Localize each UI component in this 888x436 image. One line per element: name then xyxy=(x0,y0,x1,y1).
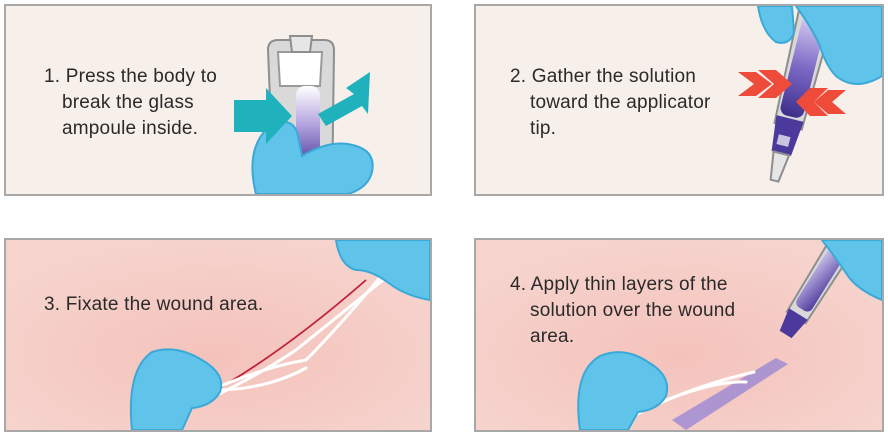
step-3-illustration xyxy=(6,240,430,430)
step-2-panel: 2. Gather the solution toward the applic… xyxy=(474,4,884,196)
step-4-panel: 4. Apply thin layers of the solution ove… xyxy=(474,238,884,432)
step-1-text: 1. Press the body to break the glass amp… xyxy=(44,64,217,142)
step-2-text: 2. Gather the solution toward the applic… xyxy=(510,64,711,142)
step-4-text: 4. Apply thin layers of the solution ove… xyxy=(510,272,735,350)
step-1-panel: 1. Press the body to break the glass amp… xyxy=(4,4,432,196)
step-3-text: 3. Fixate the wound area. xyxy=(44,292,263,318)
step-3-panel: 3. Fixate the wound area. xyxy=(4,238,432,432)
